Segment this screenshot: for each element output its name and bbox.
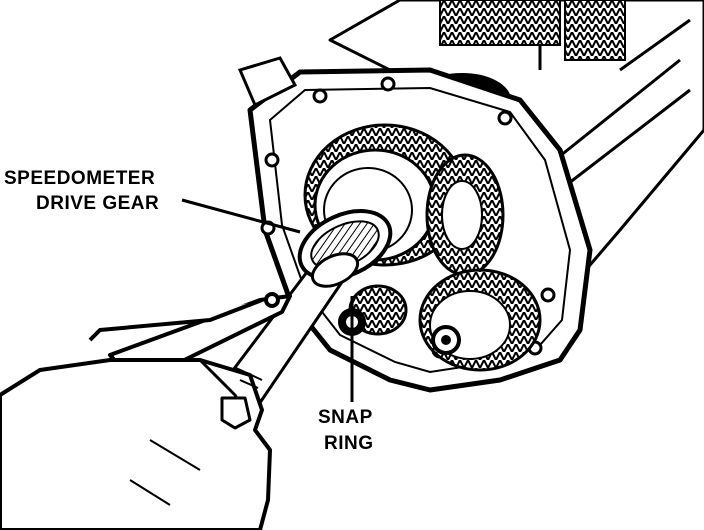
pliers xyxy=(88,292,292,374)
snap-ring-label-line1: SNAP xyxy=(318,407,373,428)
hand xyxy=(0,358,272,530)
leader-lines xyxy=(181,198,354,402)
speedometer-leader xyxy=(181,198,301,234)
counter-gear xyxy=(425,153,505,277)
snap-ring-label-line2: RING xyxy=(324,433,374,454)
speedometer-label-line1: SPEEDOMETER xyxy=(4,168,156,189)
reverse-gear xyxy=(418,268,542,372)
speedometer-label-line2: DRIVE GEAR xyxy=(36,193,160,214)
